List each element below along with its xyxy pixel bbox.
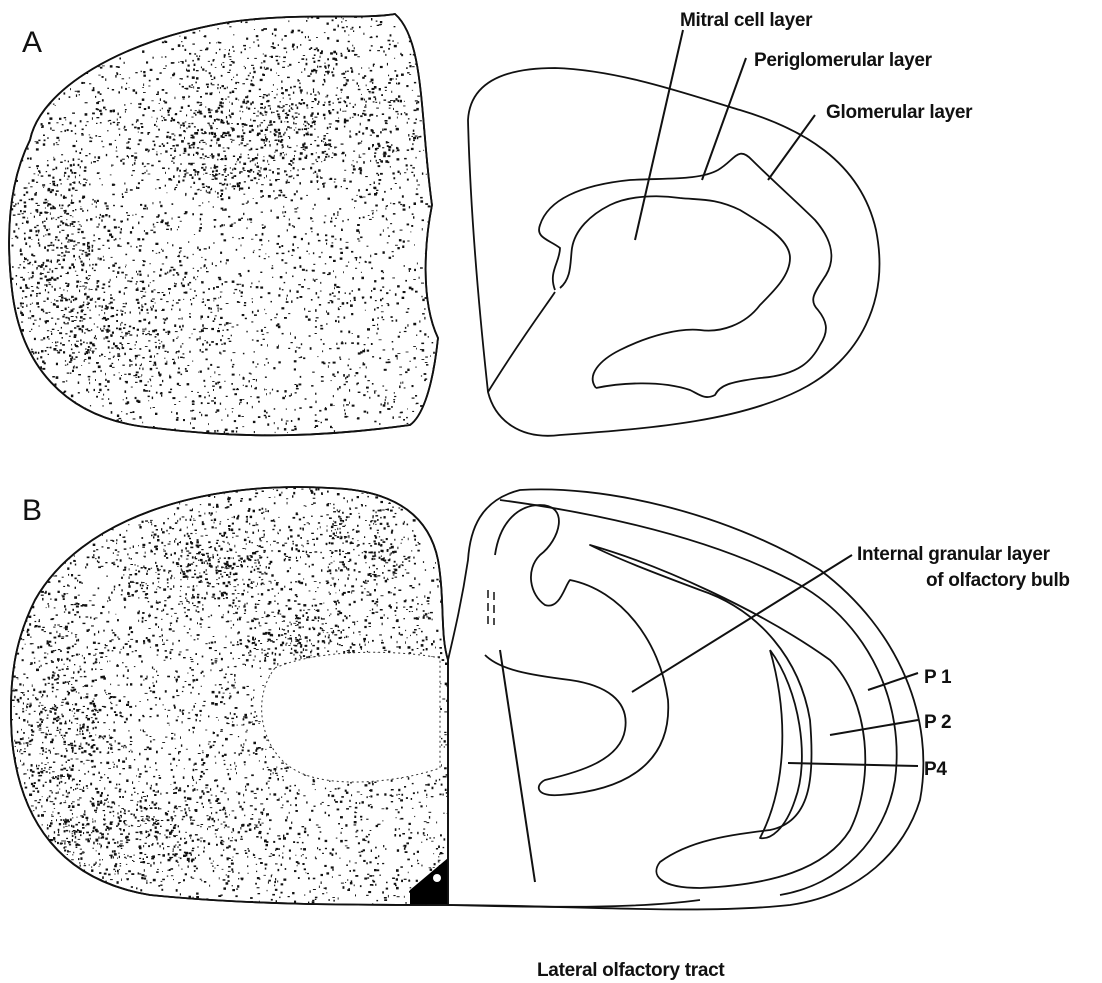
panel-a-letter: A [22, 26, 42, 59]
mitral-boundary [560, 196, 790, 388]
label-internal-granular-2: of olfactory bulb [926, 570, 1070, 591]
panel-a-outer-contour [468, 68, 879, 436]
label-internal-granular-1: Internal granular layer [857, 544, 1051, 565]
glomerular-boundary [539, 154, 831, 397]
label-p1: P 1 [924, 667, 952, 688]
panel-a-line-drawing: Mitral cell layer Periglomerular layer G… [468, 10, 973, 436]
label-p4: P4 [924, 759, 947, 780]
panel-a-stippled-section [0, 10, 448, 447]
label-lateral-olfactory-tract: Lateral olfactory tract [537, 960, 725, 981]
label-p2: P 2 [924, 712, 951, 733]
panel-b-stippled-section [0, 480, 451, 912]
internal-granular-outline [485, 505, 668, 795]
label-glomerular-layer: Glomerular layer [826, 102, 973, 123]
label-mitral-cell-layer: Mitral cell layer [680, 10, 813, 31]
panel-b-outer-contour [448, 489, 923, 909]
panel-b-line-drawing: Internal granular layer of olfactory bul… [448, 489, 1070, 981]
label-periglomerular-layer: Periglomerular layer [754, 50, 933, 71]
panel-b-letter: B [22, 494, 42, 527]
